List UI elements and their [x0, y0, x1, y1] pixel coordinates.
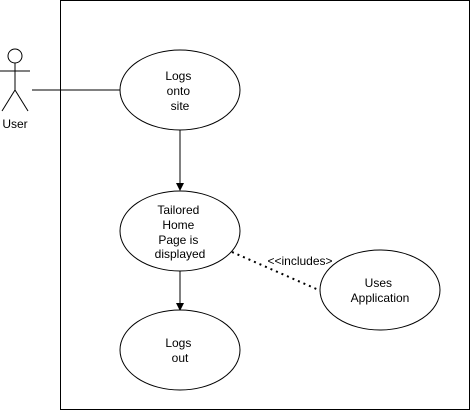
svg-text:Logs onto site: Logs onto site — [165, 69, 194, 113]
use-case-label-line: site — [171, 99, 190, 113]
actor-head — [7, 48, 23, 64]
use-case-label-line: displayed — [155, 247, 206, 261]
use-case-label-line: Logs — [165, 69, 191, 83]
system-boundary — [60, 0, 470, 410]
includes-label: <<includes> — [267, 254, 332, 268]
use-case-logs-onto-site[interactable]: Logs onto site — [119, 49, 241, 131]
use-case-label-line: Page is — [158, 233, 198, 247]
use-case-label-line: Logs — [165, 336, 191, 350]
svg-text:Uses Application: Uses Application — [351, 276, 410, 305]
actor-user-figure — [0, 48, 30, 112]
use-case-ellipse — [119, 309, 241, 391]
actor-label: User — [2, 117, 27, 131]
svg-text:Logs out: Logs out — [165, 336, 194, 365]
use-case-label-line: Uses — [365, 276, 392, 290]
use-case-ellipse — [319, 249, 441, 331]
use-case-label-line: Application — [351, 291, 410, 305]
use-case-label-line: out — [172, 351, 189, 365]
use-case-label-line: onto — [167, 84, 191, 98]
use-case-uses-application[interactable]: Uses Application — [319, 249, 441, 331]
use-case-tailored-home-page[interactable]: Tailored Home Page is displayed — [119, 190, 241, 272]
use-case-label-line: Home — [162, 218, 194, 232]
includes-relationship-line — [231, 251, 322, 292]
use-case-label-line: Tailored — [157, 203, 199, 217]
use-case-logs-out[interactable]: Logs out — [119, 309, 241, 391]
svg-text:Tailored Home Page: Tailored Home Page is displayed — [155, 203, 206, 261]
